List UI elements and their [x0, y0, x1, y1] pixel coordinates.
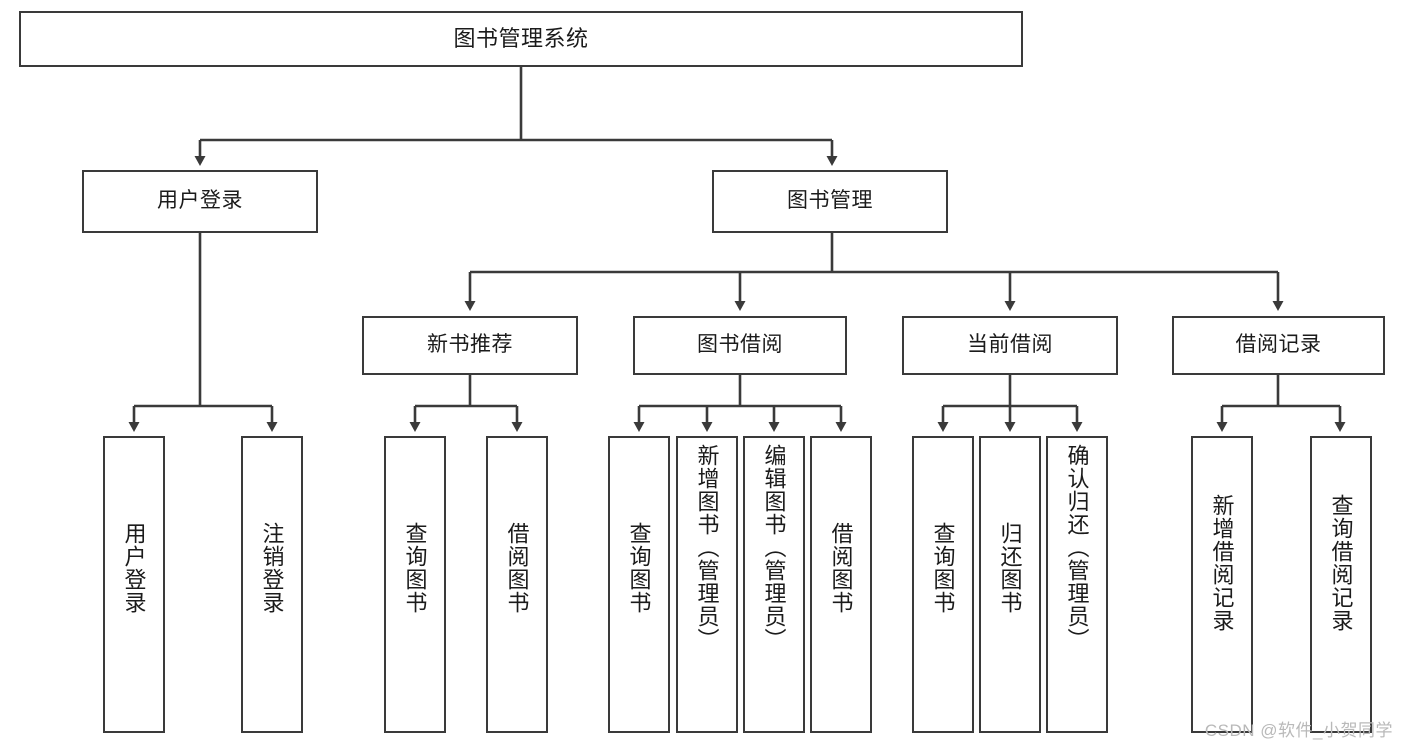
node-label: 注销登录	[259, 522, 285, 614]
node-book-management[interactable]: 图书管理	[712, 170, 948, 233]
node-label: 当前借阅	[967, 333, 1053, 357]
node-label: 图书管理系统	[453, 26, 589, 52]
node-label: 用户登录	[157, 189, 243, 213]
node-label: 编辑图书（管理员）	[761, 444, 787, 651]
node-label: 新增图书（管理员）	[694, 444, 720, 651]
node-label: 借阅图书	[504, 522, 530, 614]
node-label: 查询借阅记录	[1328, 494, 1354, 632]
node-label: 借阅记录	[1235, 333, 1322, 357]
csdn-watermark: CSDN @软件_小贺同学	[1204, 721, 1393, 740]
leaf-query-borrow-record[interactable]: 查询借阅记录	[1310, 436, 1372, 733]
node-label: 新增借阅记录	[1209, 494, 1235, 632]
node-label: 查询图书	[930, 522, 956, 614]
node-label: 图书借阅	[697, 333, 783, 357]
node-label: 借阅图书	[828, 522, 854, 614]
node-label: 查询图书	[402, 522, 428, 614]
leaf-return-book[interactable]: 归还图书	[979, 436, 1041, 733]
node-new-book-recommend[interactable]: 新书推荐	[362, 316, 578, 375]
leaf-add-book-admin[interactable]: 新增图书（管理员）	[676, 436, 738, 733]
node-user-login[interactable]: 用户登录	[82, 170, 318, 233]
leaf-confirm-return-admin[interactable]: 确认归还（管理员）	[1046, 436, 1108, 733]
leaf-query-book-recommend[interactable]: 查询图书	[384, 436, 446, 733]
leaf-borrow-book-recommend[interactable]: 借阅图书	[486, 436, 548, 733]
node-label: 图书管理	[787, 189, 873, 213]
node-label: 查询图书	[626, 522, 652, 614]
node-label: 确认归还（管理员）	[1064, 444, 1090, 651]
leaf-logout[interactable]: 注销登录	[241, 436, 303, 733]
node-borrow-record[interactable]: 借阅记录	[1172, 316, 1385, 375]
node-label: 新书推荐	[427, 333, 513, 357]
node-label: 归还图书	[997, 522, 1023, 614]
leaf-borrow-book[interactable]: 借阅图书	[810, 436, 872, 733]
node-book-borrow[interactable]: 图书借阅	[633, 316, 847, 375]
leaf-edit-book-admin[interactable]: 编辑图书（管理员）	[743, 436, 805, 733]
node-current-borrow[interactable]: 当前借阅	[902, 316, 1118, 375]
leaf-add-borrow-record[interactable]: 新增借阅记录	[1191, 436, 1253, 733]
leaf-user-login[interactable]: 用户登录	[103, 436, 165, 733]
node-root-book-management-system[interactable]: 图书管理系统	[19, 11, 1023, 67]
leaf-query-book-borrow[interactable]: 查询图书	[608, 436, 670, 733]
node-label: 用户登录	[121, 522, 147, 614]
leaf-query-book-current[interactable]: 查询图书	[912, 436, 974, 733]
